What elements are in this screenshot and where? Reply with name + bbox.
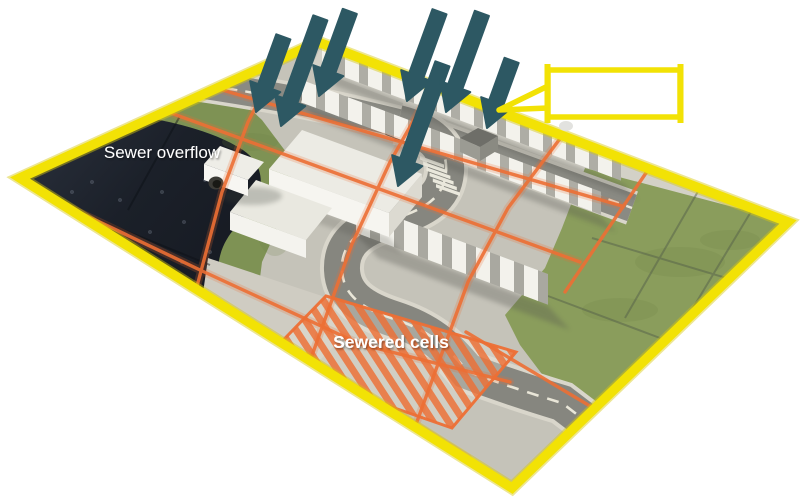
small-house	[460, 128, 498, 161]
row-shadow	[356, 234, 570, 330]
rainfall-arrow	[249, 33, 292, 113]
rainfall-arrow	[274, 14, 329, 127]
rainfall-arrow	[400, 8, 448, 102]
callout-pointer	[496, 83, 550, 113]
sewered-cells-label: Sewered cells	[333, 332, 449, 352]
sewer-overflow-label: Sewer overflow	[104, 143, 221, 162]
model-boundary	[6, 34, 800, 497]
grass-area-right	[505, 168, 786, 412]
callout	[496, 64, 684, 131]
rainfall-arrows	[249, 7, 520, 187]
callout-box	[545, 67, 683, 120]
small-cloud-dot	[559, 121, 573, 131]
rainfall-arrow	[391, 60, 451, 187]
rainfall-arrow	[312, 7, 358, 97]
rainfall-arrow	[439, 9, 490, 113]
